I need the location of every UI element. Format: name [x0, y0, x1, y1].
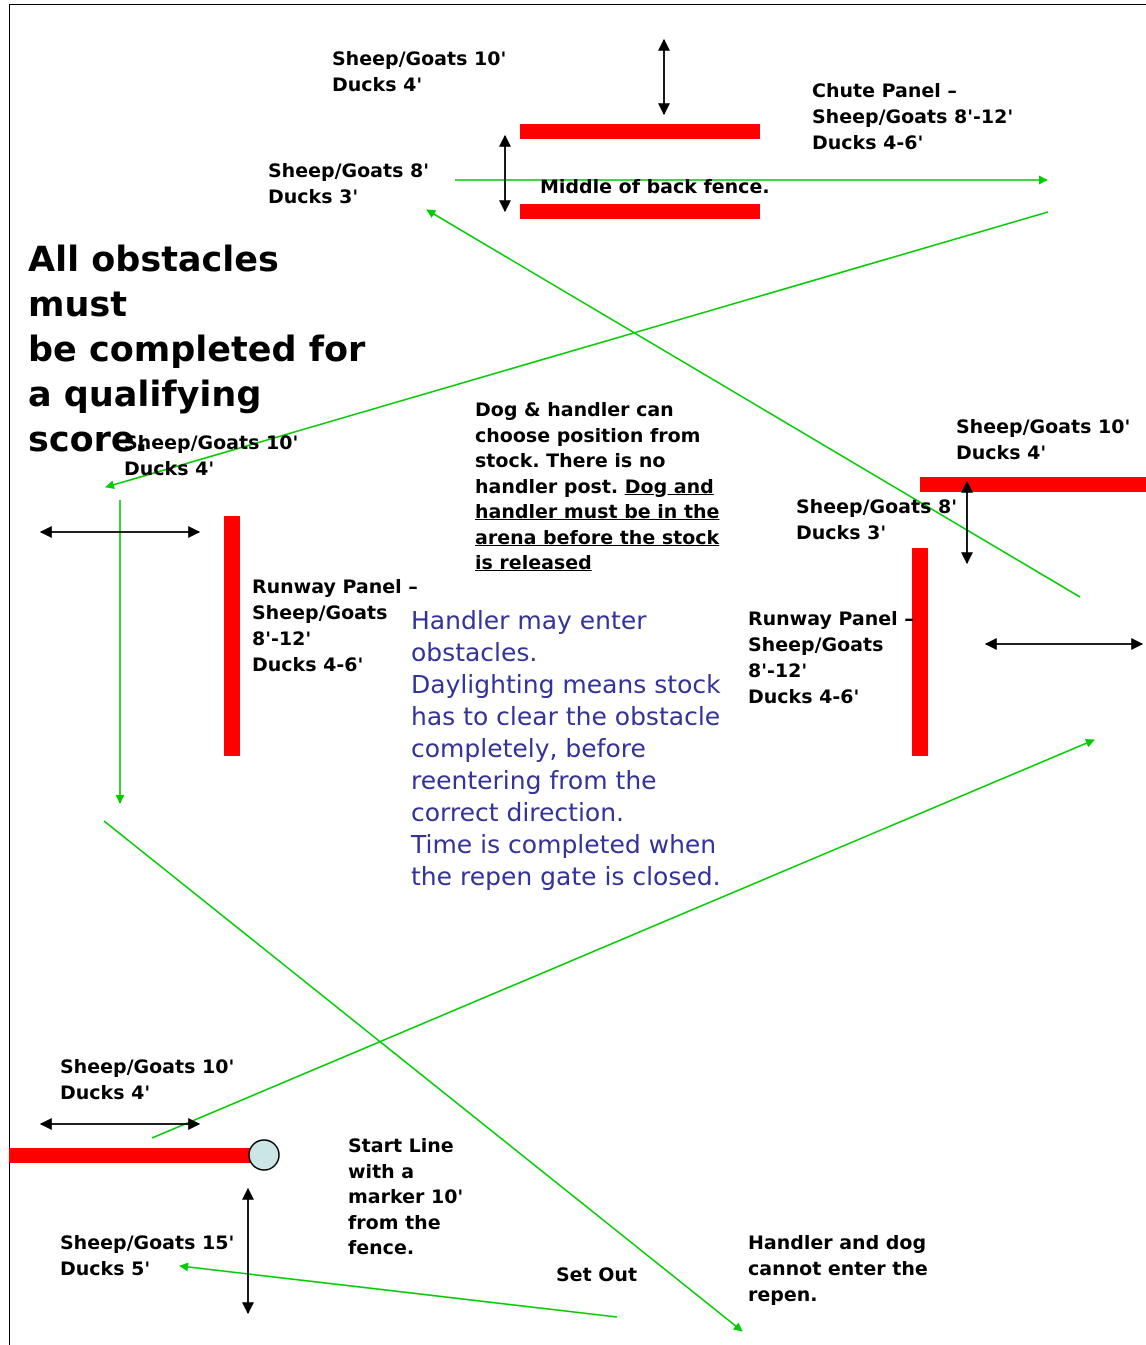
right-runway-panel: [912, 548, 928, 756]
bottom-gap-label: Sheep/Goats 15' Ducks 5': [60, 1232, 235, 1280]
start-gap-label: Sheep/Goats 10' Ducks 4': [60, 1056, 235, 1104]
frame-top-edge: [9, 4, 1146, 5]
start-marker-icon: [248, 1139, 280, 1171]
position-note-underlined: Dog and handler must be in the arena bef…: [475, 475, 720, 575]
top-gap-label: Sheep/Goats 10' Ducks 4': [332, 48, 507, 96]
chute-panel-top: [520, 124, 760, 139]
chute-panel-label: Chute Panel – Sheep/Goats 8'-12' Ducks 4…: [812, 80, 1014, 154]
repen-note: Handler and dog cannot enter the repen.: [748, 1232, 928, 1306]
chute-gap-label: Sheep/Goats 8' Ducks 3': [268, 160, 430, 208]
middle-back-fence-label: Middle of back fence.: [540, 176, 770, 198]
left-runway-panel: [224, 516, 240, 756]
left-runway-panel-label: Runway Panel – Sheep/Goats 8'-12' Ducks …: [252, 576, 418, 676]
path-outrun-left: [179, 1262, 618, 1318]
position-note-plain: Dog & handler can choose position from s…: [475, 399, 701, 498]
start-fence-panel: [9, 1148, 254, 1163]
path-to-left-runway: [105, 211, 1049, 490]
position-note: Dog & handler can choose position from s…: [475, 398, 735, 577]
chute-panel-bottom: [520, 204, 760, 219]
start-line-label: Start Line with a marker 10' from the fe…: [348, 1135, 464, 1259]
qualifying-headline: All obstacles must be completed for a qu…: [28, 240, 366, 460]
right-runway-panel-label: Runway Panel – Sheep/Goats 8'-12' Ducks …: [748, 608, 914, 708]
right-top-gap-label: Sheep/Goats 10' Ducks 4': [956, 416, 1131, 464]
right-top-panel: [920, 477, 1146, 492]
frame-left-edge: [9, 4, 10, 1345]
path-drive-to-right: [151, 739, 1095, 1139]
right-gap-label: Sheep/Goats 8' Ducks 3': [796, 496, 958, 544]
path-to-repen: [103, 820, 743, 1332]
set-out-label: Set Out: [556, 1264, 638, 1286]
rules-note: Handler may enter obstacles. Daylighting…: [411, 606, 721, 891]
left-gap-label: Sheep/Goats 10' Ducks 4': [124, 432, 299, 480]
